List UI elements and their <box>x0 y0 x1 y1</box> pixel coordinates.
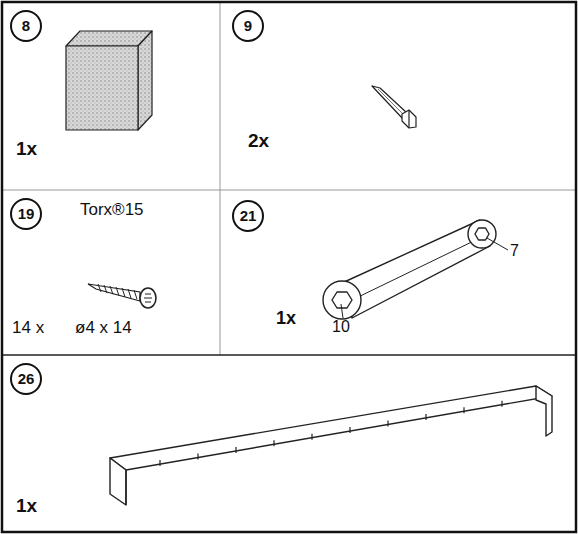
quantity-label: 1x <box>276 308 296 329</box>
callout-number: 19 <box>10 198 42 230</box>
callout-number: 26 <box>10 363 42 395</box>
part-cell: 9 2x <box>220 2 576 190</box>
hex-wrench <box>323 220 508 319</box>
size-callout: 7 <box>510 242 519 260</box>
part-cell: 8 1x <box>2 2 220 190</box>
callout-number: 9 <box>232 10 264 42</box>
part-cell: 26 1x <box>2 355 576 532</box>
dimension-label: ø4 x 14 <box>75 318 132 338</box>
drive-type: Torx®15 <box>80 200 144 220</box>
callout-number: 8 <box>10 10 42 42</box>
size-callout: 10 <box>332 318 350 336</box>
callout-number: 21 <box>232 200 264 232</box>
cover-strip <box>110 386 552 505</box>
screw <box>88 284 156 308</box>
pin <box>372 86 416 128</box>
quantity-label: 2x <box>248 130 269 152</box>
foam-cube <box>66 31 152 130</box>
quantity-label: 1x <box>16 138 37 160</box>
quantity-label: 1x <box>16 495 37 517</box>
part-cell: 21 1x 10 7 <box>220 190 576 355</box>
part-cell: 19 Torx®15 14 x ø4 x 14 <box>2 190 220 355</box>
quantity-label: 14 x <box>12 318 44 338</box>
